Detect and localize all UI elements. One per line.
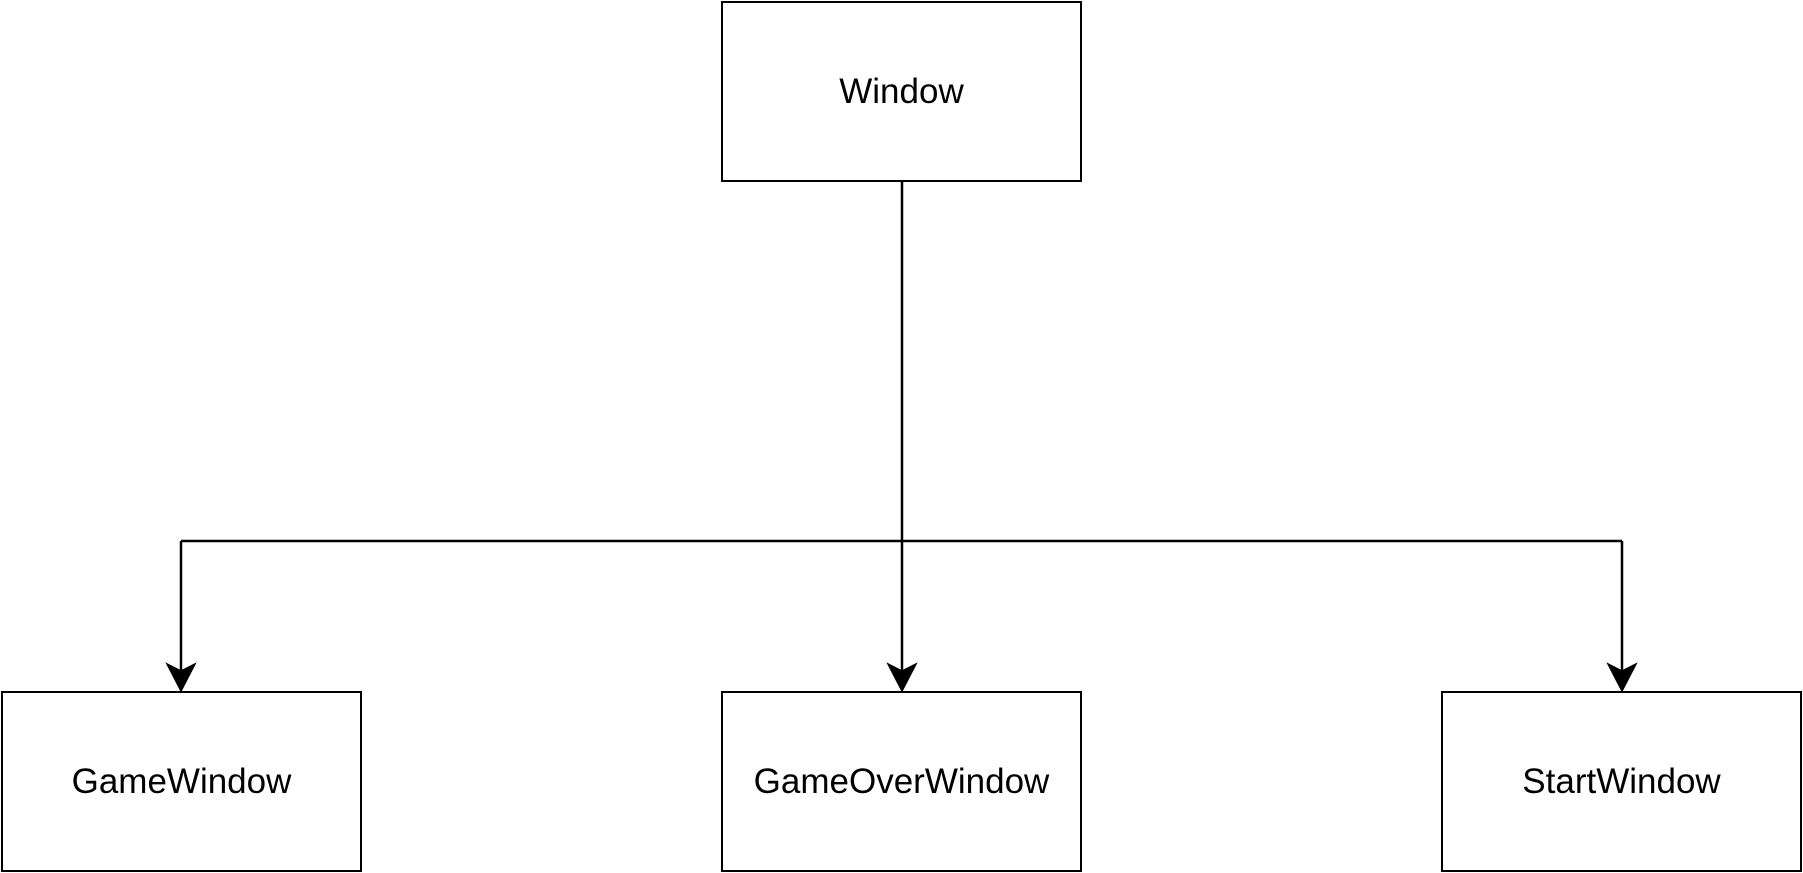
node-window: Window <box>721 1 1082 182</box>
arrowhead-gamewindow <box>165 662 197 693</box>
node-gameoverwindow: GameOverWindow <box>721 691 1082 872</box>
node-gameoverwindow-label: GameOverWindow <box>753 761 1050 801</box>
node-window-label: Window <box>839 71 964 111</box>
node-startwindow-label: StartWindow <box>1522 761 1721 801</box>
arrowhead-startwindow <box>1606 662 1638 693</box>
node-gamewindow: GameWindow <box>1 691 362 872</box>
arrowhead-gameoverwindow <box>886 662 918 693</box>
arrowheads <box>165 662 1638 693</box>
node-startwindow: StartWindow <box>1441 691 1802 872</box>
node-gamewindow-label: GameWindow <box>71 761 292 801</box>
connectors <box>179 182 1624 670</box>
